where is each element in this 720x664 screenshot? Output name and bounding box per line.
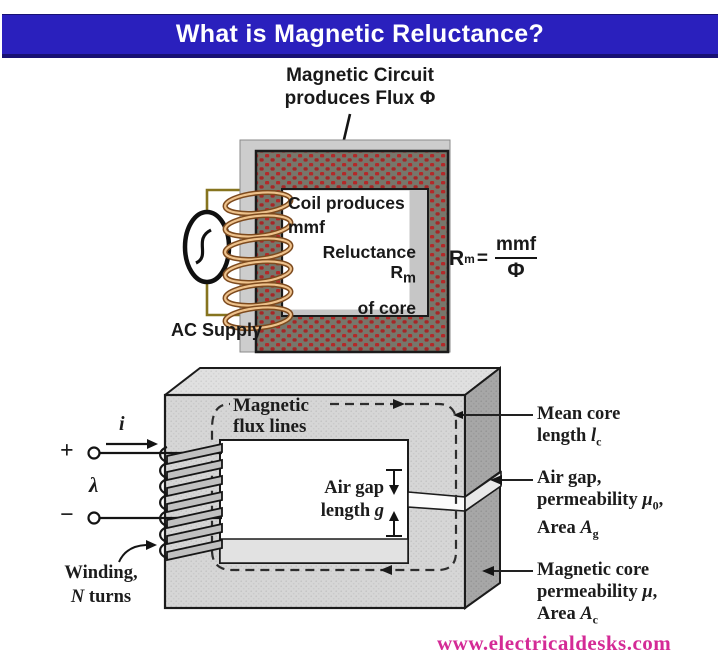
formula-denominator: Φ [495, 257, 537, 283]
air-gap-label: Air gap, permeability μ0, Area Ag [537, 467, 663, 544]
formula-numerator: mmf [495, 234, 537, 255]
coil-produces-line1: Coil produces [288, 193, 405, 213]
title-banner: What is Magnetic Reluctance? [2, 14, 718, 58]
air-gap-side [464, 470, 502, 513]
website-url: www.electricaldesks.com [437, 631, 672, 655]
flux-callout-line1: Magnetic Circuit [286, 65, 434, 86]
flux-lines-line1: Magnetic [233, 395, 309, 416]
formula-fraction: mmf Φ [493, 234, 539, 283]
window-bottom-ledge [219, 538, 409, 564]
winding-line1: Winding, [64, 563, 138, 583]
coil [222, 189, 294, 332]
mean-core-length-label: Mean core length lc [537, 403, 620, 453]
top-magnetic-circuit [182, 113, 451, 354]
lambda-label: λ [89, 473, 99, 497]
flux-callout: Magnetic Circuit produces Flux Φ [250, 64, 470, 110]
mean-core-line1: Mean core [537, 404, 621, 424]
plus-terminal-label: + [60, 438, 74, 464]
reluctance-line1: Reluctance Rm [322, 242, 416, 287]
core-window [283, 190, 410, 310]
flux-arrow-right [393, 399, 405, 409]
terminal-plus [87, 446, 101, 460]
core-top-face [164, 367, 501, 396]
current-label: i [119, 413, 125, 435]
current-arrow-head [147, 439, 158, 449]
bottom-core-figure [87, 365, 533, 610]
sine-icon [195, 228, 212, 265]
magnetic-core-line1: Magnetic core [537, 560, 650, 580]
air-gap-line3: Area Ag [537, 517, 599, 541]
leader-lines [453, 411, 533, 576]
air-gap-length-label: Air gap length g [296, 477, 384, 523]
page-title: What is Magnetic Reluctance? [175, 20, 545, 48]
formula-equals: = [476, 247, 488, 269]
magnetic-core-line3: Area Ac [537, 604, 598, 627]
air-gap-dim-arrows [386, 469, 402, 537]
air-gap-length-line1: Air gap [324, 478, 384, 498]
winding-line2: N turns [70, 587, 132, 607]
reluctance-label: Reluctance Rm of core [298, 242, 416, 318]
winding-arcs [159, 445, 168, 560]
air-gap-line2: permeability μ0, [537, 490, 664, 513]
magnetic-core-label: Magnetic core permeability μ, Area Ac [537, 559, 657, 631]
ac-source [182, 209, 232, 285]
coil-produces-line2: mmf [288, 217, 325, 237]
flux-lines-label: Magnetic flux lines [233, 395, 309, 437]
formula-lhs-sub: m [464, 251, 475, 266]
winding-pointer-head [146, 540, 157, 550]
formula-lhs: R [449, 246, 465, 270]
air-gap-line1: Air gap, [537, 468, 602, 488]
mean-core-line2: length lc [537, 426, 602, 449]
coil-produces-label: Coil produces mmf [288, 191, 405, 239]
flux-arrow-left [380, 565, 392, 575]
reluctance-line2: of core [357, 297, 416, 318]
winding-label: Winding, N turns [50, 561, 152, 609]
reluctance-subscript: m [403, 270, 416, 287]
magnetic-core-line2: permeability μ, [537, 582, 658, 602]
winding-bands [166, 442, 223, 562]
terminal-minus [87, 511, 101, 525]
flux-path-dashed [210, 399, 458, 575]
winding-pointer [118, 544, 147, 563]
flux-lines-line2: flux lines [233, 416, 307, 437]
air-gap-length-line2: length g [320, 501, 384, 521]
ac-supply-label: AC Supply [171, 320, 263, 340]
minus-terminal-label: − [60, 502, 74, 528]
flux-callout-line2: produces Flux Φ [284, 88, 436, 109]
